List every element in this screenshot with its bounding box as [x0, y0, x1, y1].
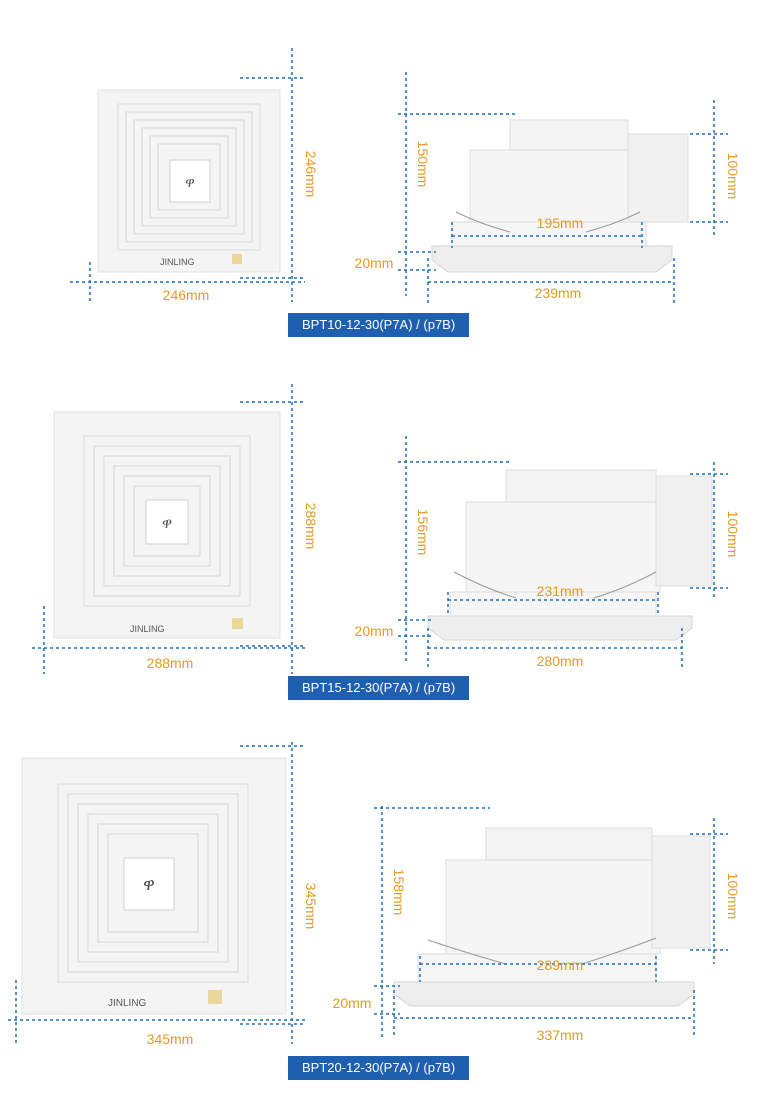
inner-width-label: 289mm	[537, 957, 584, 973]
product-diagram-1: ዋ JINLING 246mm 246mm	[70, 48, 741, 304]
side-height-label: 158mm	[391, 869, 407, 916]
duct-diameter-label: 100mm	[725, 153, 741, 200]
logo-icon: ዋ	[185, 174, 195, 190]
front-dimension-lines	[32, 384, 305, 674]
flange-height-label: 20mm	[333, 995, 372, 1011]
duct-diameter-label: 100mm	[725, 873, 741, 920]
side-view	[393, 827, 711, 1007]
product-diagram-3: ዋ JINLING 345mm 345mm	[8, 742, 741, 1047]
front-panel: ዋ JINLING	[97, 89, 281, 273]
side-dimension-lines	[398, 436, 728, 670]
product-section-2: ዋ JINLING 288mm 288mm	[0, 366, 760, 706]
model-badge: BPT15-12-30(P7A) / (p7B)	[288, 676, 470, 700]
duct-diameter-label: 100mm	[725, 511, 741, 558]
inner-width-label: 195mm	[537, 215, 584, 231]
side-height-label: 156mm	[415, 509, 431, 556]
side-view	[427, 469, 713, 641]
outer-width-label: 280mm	[537, 653, 584, 669]
front-panel: ዋ JINLING	[53, 411, 281, 639]
inner-width-label: 231mm	[537, 583, 584, 599]
front-height-label: 246mm	[303, 151, 319, 198]
product-diagram-2: ዋ JINLING 288mm 288mm	[32, 384, 741, 674]
flange-height-label: 20mm	[355, 255, 394, 271]
side-dimension-lines	[398, 72, 728, 304]
model-badge: BPT10-12-30(P7A) / (p7B)	[288, 313, 470, 337]
product-section-3: ዋ JINLING 345mm 345mm	[0, 728, 760, 1100]
certification-badge	[208, 990, 222, 1004]
front-dimension-lines	[8, 742, 305, 1044]
front-panel: ዋ JINLING	[21, 757, 287, 1015]
side-dimension-lines	[374, 806, 728, 1038]
front-width-label: 345mm	[147, 1031, 194, 1047]
certification-badge	[232, 618, 243, 629]
front-height-label: 288mm	[303, 503, 319, 550]
model-badge: BPT20-12-30(P7A) / (p7B)	[288, 1056, 470, 1080]
outer-width-label: 337mm	[537, 1027, 584, 1043]
certification-badge	[232, 254, 242, 264]
outer-width-label: 239mm	[535, 285, 582, 301]
brand-label: JINLING	[130, 624, 165, 634]
side-height-label: 150mm	[415, 141, 431, 188]
logo-icon: ዋ	[143, 875, 155, 894]
brand-label: JINLING	[160, 257, 195, 267]
front-width-label: 246mm	[163, 287, 210, 303]
front-height-label: 345mm	[303, 883, 319, 930]
front-dimension-lines	[70, 48, 305, 302]
front-width-label: 288mm	[147, 655, 194, 671]
product-section-1: ዋ JINLING 246mm 246mm	[0, 0, 760, 340]
side-view	[431, 119, 689, 273]
brand-label: JINLING	[108, 998, 147, 1009]
flange-height-label: 20mm	[355, 623, 394, 639]
logo-icon: ዋ	[162, 515, 172, 532]
